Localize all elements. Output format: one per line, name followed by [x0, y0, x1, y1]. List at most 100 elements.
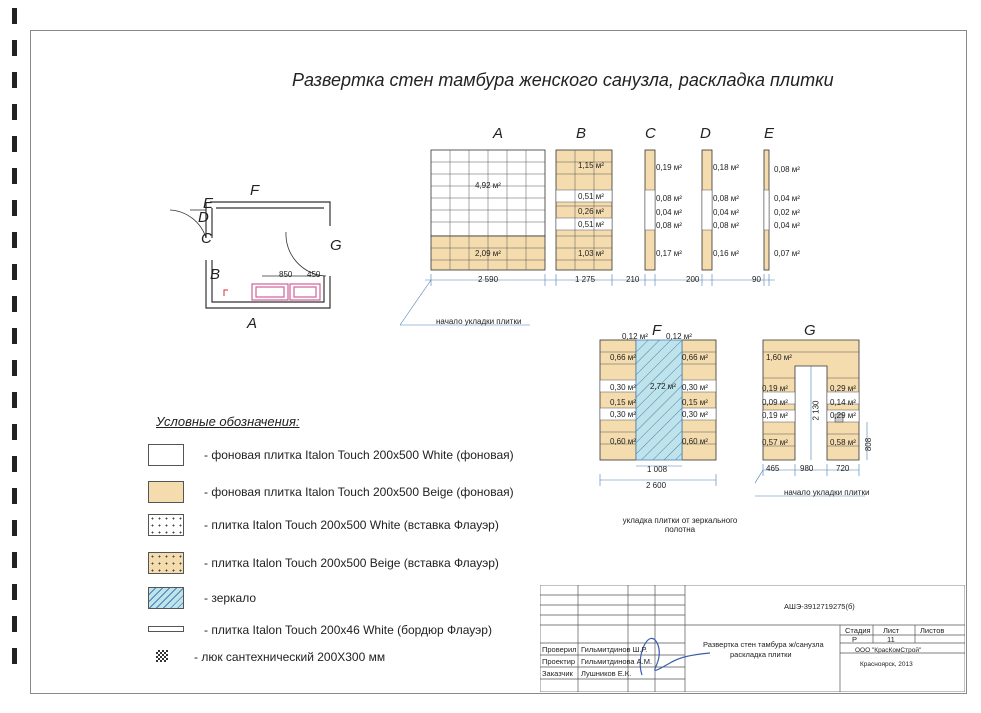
- wall-f-top-left: 0,12 м²: [622, 332, 648, 341]
- legend-swatch-beige-flower: [148, 552, 184, 574]
- wall-e-width: 90: [752, 275, 761, 284]
- col-stage: Стадия: [845, 626, 871, 635]
- wall-g-dim-2: 980: [800, 464, 814, 473]
- plan-label-c: C: [201, 230, 212, 247]
- name-checked: Гильмитдинов Ш.Р.: [581, 645, 648, 654]
- floor-plan: [169, 201, 331, 309]
- wall-c-area-3: 0,04 м²: [656, 208, 682, 217]
- wall-g-top: 1,60 м²: [766, 353, 792, 362]
- org-name: ООО "КрасКомСтрой": [855, 647, 922, 654]
- legend-swatch-white: [148, 444, 184, 466]
- wall-f-left-3: 0,15 м²: [610, 398, 636, 407]
- legend-item: - фоновая плитка Italon Touch 200x500 Be…: [148, 481, 568, 507]
- start-note-1: начало укладки плитки: [436, 317, 522, 326]
- wall-f-left-1: 0,66 м²: [610, 353, 636, 362]
- doc-code: АШЭ-3912719275(б): [784, 602, 855, 611]
- wall-e-area-2: 0,04 м²: [774, 194, 800, 203]
- wall-g-side: 808: [864, 437, 874, 452]
- role-customer: Заказчик: [542, 669, 573, 678]
- wall-f: [599, 339, 717, 486]
- stage-value: Р: [852, 635, 858, 644]
- binding-spine: [12, 8, 17, 664]
- wall-f-left-5: 0,60 м²: [610, 437, 636, 446]
- wall-f-width: 2 600: [646, 481, 667, 490]
- wall-d-area-1: 0,18 м²: [713, 163, 739, 172]
- legend-text: - плитка Italon Touch 200x500 Beige (вст…: [204, 556, 499, 570]
- wall-e-area-5: 0,07 м²: [774, 249, 800, 258]
- wall-g-label: G: [804, 322, 816, 339]
- wall-a: [430, 149, 546, 271]
- wall-a-label: A: [493, 125, 504, 142]
- wall-d-area-3: 0,04 м²: [713, 208, 739, 217]
- wall-g-left-2: 0,09 м²: [762, 398, 788, 407]
- legend-item: - плитка Italon Touch 200x500 White (вст…: [148, 514, 568, 540]
- col-sheet: Лист: [883, 626, 900, 635]
- wall-g: [755, 339, 868, 497]
- wall-g-left-1: 0,19 м²: [762, 384, 788, 393]
- wall-g-left-4: 0,57 м²: [762, 438, 788, 447]
- legend-swatch-beige: [148, 481, 184, 503]
- wall-d: [701, 149, 713, 271]
- wall-g-dim-1: 465: [766, 464, 780, 473]
- col-sheets: Листов: [920, 626, 945, 635]
- wall-b-area-4: 0,51 м²: [578, 220, 604, 229]
- wall-f-top-right: 0,12 м²: [666, 332, 692, 341]
- legend-item: - фоновая плитка Italon Touch 200x500 Wh…: [148, 444, 568, 470]
- legend-item: - люк сантехнический 200Х300 мм: [148, 646, 568, 672]
- legend-swatch-white-flower: [148, 514, 184, 536]
- plan-label-b: B: [210, 266, 221, 283]
- plan-dim-450: 450: [307, 270, 321, 279]
- drawing-title: Развертка стен тамбура женского санузла,…: [292, 70, 834, 90]
- wall-a-area-beige: 2,09 м²: [475, 249, 501, 258]
- wall-d-area-2: 0,08 м²: [713, 194, 739, 203]
- wall-b-area-5: 1,03 м²: [578, 249, 604, 258]
- wall-f-left-4: 0,30 м²: [610, 410, 636, 419]
- wall-g-right-1: 0,29 м²: [830, 384, 856, 393]
- wall-e-area-3: 0,02 м²: [774, 208, 800, 217]
- wall-f-mirror-area: 2,72 м²: [650, 382, 676, 391]
- name-customer: Лушников Е.К.: [581, 669, 632, 678]
- wall-f-right-1: 0,66 м²: [682, 353, 708, 362]
- wall-c: [644, 149, 656, 271]
- wall-c-area-4: 0,08 м²: [656, 221, 682, 230]
- wall-g-right-2: 0,14 м²: [830, 398, 856, 407]
- plan-label-g: G: [330, 237, 342, 254]
- wall-f-label: F: [652, 322, 662, 339]
- legend-title: Условные обозначения:: [156, 414, 300, 429]
- legend-text: - плитка Italon Touch 200x46 White (борд…: [204, 623, 492, 637]
- plan-label-e: E: [203, 195, 214, 212]
- wall-c-area-2: 0,08 м²: [656, 194, 682, 203]
- wall-f-right-3: 0,15 м²: [682, 398, 708, 407]
- legend-item: - плитка Italon Touch 200x500 Beige (вст…: [148, 552, 568, 578]
- plan-label-f: F: [250, 182, 260, 199]
- sheet-value: 11: [887, 635, 895, 644]
- wall-d-area-4: 0,08 м²: [713, 221, 739, 230]
- wall-c-area-1: 0,19 м²: [656, 163, 682, 172]
- wall-f-right-5: 0,60 м²: [682, 437, 708, 446]
- legend-text: - фоновая плитка Italon Touch 200x500 Wh…: [204, 448, 514, 462]
- wall-g-right-3: 0,29 м²: [830, 411, 856, 420]
- wall-e-area-1: 0,08 м²: [774, 165, 800, 174]
- wall-g-dim-3: 720: [836, 464, 850, 473]
- legend-swatch-border: [148, 626, 184, 632]
- desc-line-2: раскладка плитки: [730, 650, 792, 659]
- wall-f-right-4: 0,30 м²: [682, 410, 708, 419]
- wall-c-area-5: 0,17 м²: [656, 249, 682, 258]
- wall-e-label: E: [764, 125, 775, 142]
- wall-b-area-3: 0,26 м²: [578, 207, 604, 216]
- sheet-frame: [30, 30, 967, 694]
- wall-g-left-3: 0,19 м²: [762, 411, 788, 420]
- wall-e: [763, 149, 770, 271]
- plan-dim-850: 850: [279, 270, 293, 279]
- plan-label-a: A: [247, 315, 258, 332]
- legend-swatch-mirror: [148, 587, 184, 609]
- plan-label-d: D: [198, 209, 209, 226]
- legend-item: - зеркало: [148, 587, 568, 613]
- wall-b-area-2: 0,51 м²: [578, 192, 604, 201]
- desc-line-1: Развертка стен тамбура ж/санузла: [703, 640, 824, 649]
- wall-f-left-2: 0,30 м²: [610, 383, 636, 392]
- wall-g-height: 2 130: [811, 400, 821, 421]
- org-city: Красноярск, 2013: [860, 661, 913, 668]
- wall-b-area-1: 1,15 м²: [578, 161, 604, 170]
